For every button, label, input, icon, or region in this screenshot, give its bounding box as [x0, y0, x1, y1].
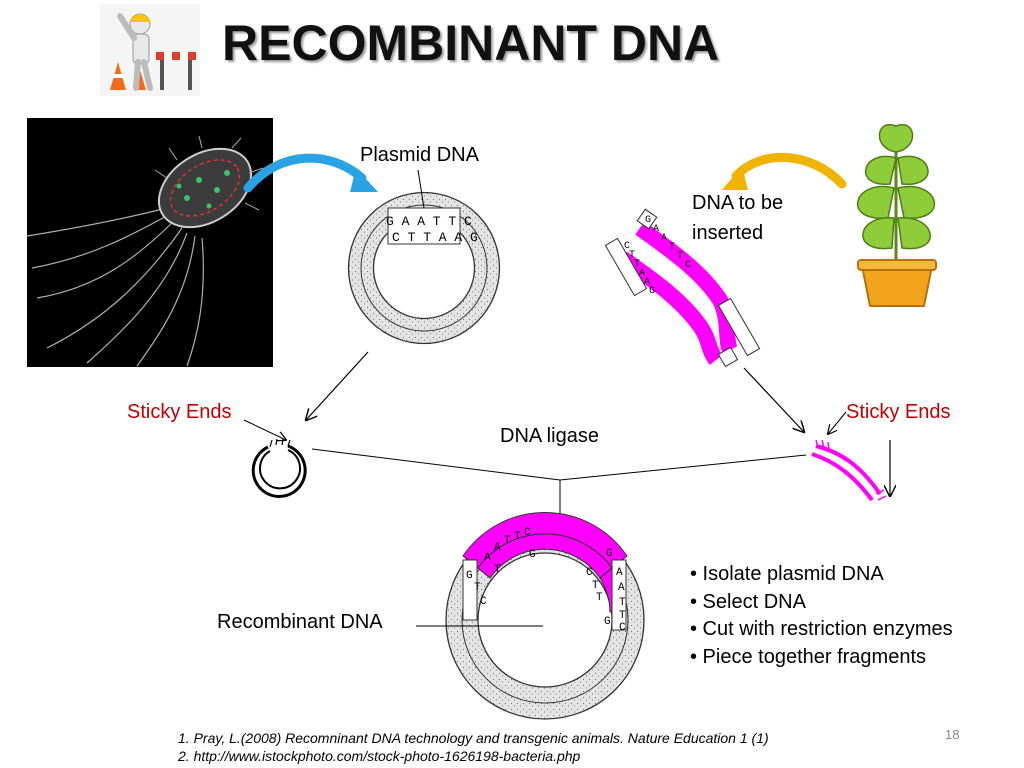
step-item: • Piece together fragments [690, 645, 927, 668]
svg-text:C: C [524, 527, 531, 539]
reference-1: 1. Pray, L.(2008) Recomninant DNA techno… [178, 730, 769, 746]
page-number: 18 [945, 727, 960, 742]
svg-text:A: A [494, 542, 501, 554]
fragment-left-base: C [685, 260, 691, 271]
fragment-right-base: T [629, 250, 635, 261]
fragment-right-base: C [624, 241, 630, 252]
cut-plasmid [251, 438, 307, 498]
svg-text:C: C [586, 567, 593, 579]
fragment-left-base: T [677, 251, 683, 262]
plasmid-ring: G A A T T C C T T A A G [347, 191, 501, 345]
fragment-right-base: T [634, 259, 640, 270]
dna-fragment [604, 208, 761, 368]
svg-text:T: T [494, 564, 501, 576]
plasmid-top-sequence: G A A T T C [386, 214, 472, 229]
svg-text:G: G [604, 616, 611, 628]
fragment-left-base: G [645, 215, 651, 226]
svg-text:A: A [618, 582, 625, 594]
bacterium-image [26, 118, 273, 367]
svg-text:T: T [596, 592, 603, 604]
svg-text:T: T [474, 582, 481, 594]
construction-worker-icon [100, 4, 200, 96]
dna-ligase-label: DNA ligase [500, 425, 599, 447]
blue-curved-arrow [243, 153, 378, 193]
references: 1. Pray, L.(2008) Recomninant DNA techno… [178, 729, 769, 765]
step-item: • Cut with restriction enzymes [690, 618, 953, 640]
svg-text:T: T [619, 610, 626, 622]
fragment-left-base: A [661, 233, 667, 244]
svg-text:C: C [619, 622, 626, 634]
svg-text:G: G [529, 549, 536, 561]
plasmid-label: Plasmid DNA [360, 144, 479, 166]
fragment-right-base: A [639, 268, 645, 279]
reference-2: 2. http://www.istockphoto.com/stock-phot… [178, 748, 581, 764]
yellow-curved-arrow [722, 153, 847, 190]
slide-title: RECOMBINANT DNA [222, 15, 720, 71]
potted-plant-image [832, 118, 962, 308]
sticky-fragment [811, 439, 887, 502]
fragment-right-base: A [644, 277, 650, 288]
svg-text:A: A [616, 567, 623, 579]
insert-label-line2: inserted [692, 222, 764, 244]
svg-text:T: T [514, 531, 521, 543]
step-item: • Isolate plasmid DNA [690, 563, 884, 585]
fragment-right-base: G [649, 286, 655, 297]
step-item: • Select DNA [690, 590, 806, 613]
recombinant-dna-label: Recombinant DNA [217, 611, 383, 633]
svg-text:T: T [504, 535, 511, 547]
steps-list: • Isolate plasmid DNA • Select DNA • Cut… [690, 561, 953, 671]
svg-text:G: G [466, 570, 473, 582]
fragment-left-base: T [669, 242, 675, 253]
sticky-ends-left-label: Sticky Ends [127, 401, 232, 423]
plasmid-bottom-sequence: C T T A A G [392, 230, 478, 245]
svg-text:A: A [484, 552, 491, 564]
svg-text:C: C [480, 596, 487, 608]
fragment-left-base: A [653, 224, 659, 235]
svg-text:T: T [592, 580, 599, 592]
sticky-ends-right-label: Sticky Ends [846, 401, 951, 423]
svg-text:G: G [606, 548, 613, 560]
insert-label-line1: DNA to be [692, 192, 784, 214]
svg-text:T: T [619, 597, 626, 609]
